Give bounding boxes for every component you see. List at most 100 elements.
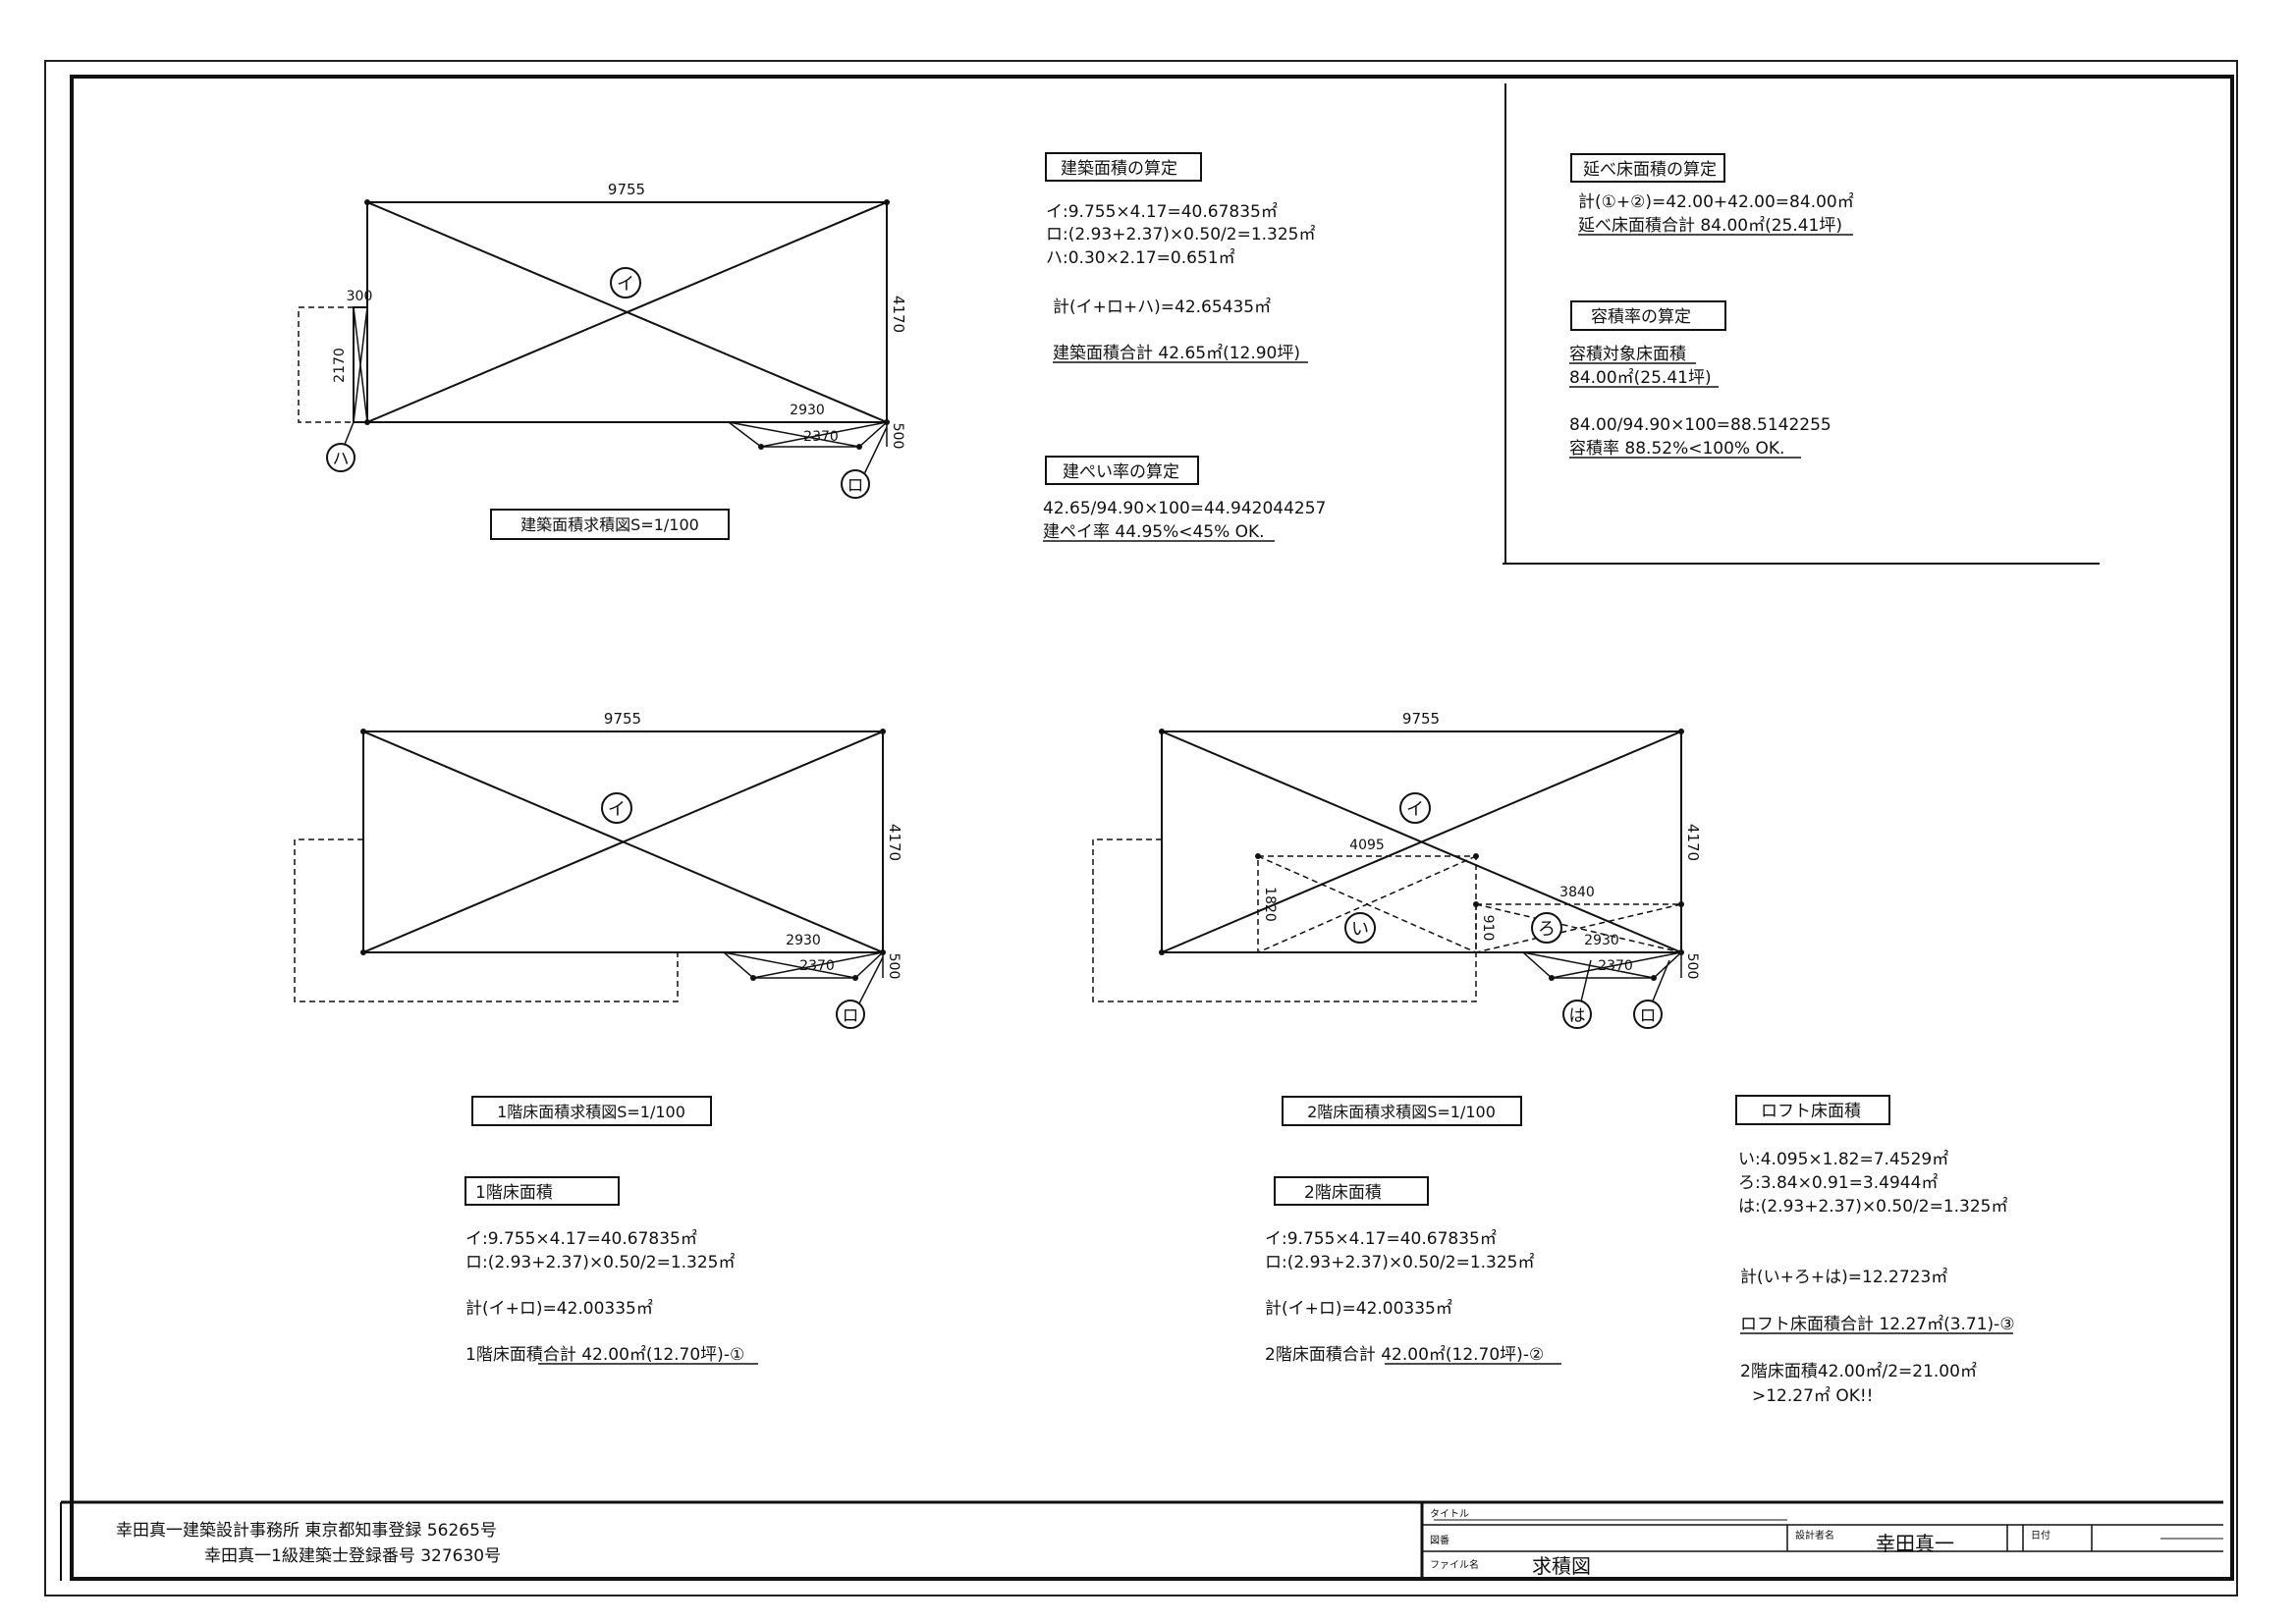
label-i: イ	[1406, 799, 1424, 820]
inner-border	[70, 75, 2234, 1581]
loft-heading: ロフト床面積	[1761, 1102, 1861, 1121]
label-i: イ	[608, 799, 626, 820]
floor1-calc: 1階床面積 イ:9.755×4.17=40.67835㎡ ロ:(2.93+2.3…	[465, 1176, 758, 1365]
building-area-sum: 計(イ+ロ+ハ)=42.65435㎡	[1053, 298, 1271, 317]
label-file-name: ファイル名	[1430, 1558, 1479, 1571]
plan3-title: 2階床面積求積図S=1/100	[1307, 1103, 1496, 1121]
label-circle-ro	[841, 469, 870, 499]
coverage-line2: 建ペイ率 44.95%<45% OK.	[1043, 522, 1265, 542]
building-area-line2: ロ:(2.93+2.37)×0.50/2=1.325㎡	[1046, 225, 1316, 244]
floor2-line1: イ:9.755×4.17=40.67835㎡	[1265, 1229, 1497, 1249]
loft-line3: は:(2.93+2.37)×0.50/2=1.325㎡	[1738, 1197, 2008, 1217]
dim-500: 500	[886, 953, 902, 980]
loft-line2: ろ:3.84×0.91=3.4944㎡	[1738, 1173, 1938, 1193]
floor2-heading: 2階床面積	[1304, 1183, 1382, 1203]
label-circle-hha	[1562, 1000, 1592, 1029]
loft-check1: 2階床面積42.00㎡/2=21.00㎡	[1740, 1362, 1977, 1381]
designer-value: 幸田真一	[1876, 1532, 1954, 1555]
label-circle-ro	[836, 1000, 865, 1029]
loft-line1: い:4.095×1.82=7.4529㎡	[1738, 1150, 1948, 1169]
label-circle-hro	[1531, 912, 1562, 944]
building-area-heading: 建築面積の算定	[1061, 159, 1177, 179]
dim-300: 300	[347, 289, 373, 304]
dim-2930: 2930	[786, 933, 821, 948]
outer-border	[44, 60, 2238, 1596]
label-ro: ロ	[1640, 1006, 1657, 1026]
floor1-heading: 1階床面積	[475, 1183, 553, 1203]
total-floor-line2: 延べ床面積合計 84.00㎡(25.41坪)	[1578, 216, 1842, 236]
plan1-title-box	[490, 509, 730, 540]
dim-910: 910	[1480, 915, 1496, 942]
dim-9755: 9755	[608, 181, 645, 198]
floor1-line1: イ:9.755×4.17=40.67835㎡	[465, 1229, 697, 1249]
label-i: イ	[617, 274, 634, 295]
plan-floor2: 9755 4170 4095 1820 3840 910 2930 2370 5…	[1092, 710, 1702, 1126]
label-circle-ha	[326, 443, 355, 472]
building-area-line3: ハ:0.30×2.17=0.651㎡	[1046, 248, 1235, 268]
coverage-heading: 建ぺい率の算定	[1063, 462, 1179, 482]
loft-total: ロフト床面積合計 12.27㎡(3.71)-③	[1740, 1315, 2015, 1334]
building-area-line1: イ:9.755×4.17=40.67835㎡	[1046, 202, 1278, 222]
label-ro: ロ	[847, 476, 864, 496]
label-circle-i	[1399, 792, 1431, 824]
plan2-title-box	[471, 1096, 712, 1126]
label-circle-ro	[1633, 1000, 1663, 1029]
label-circle-hi	[1344, 912, 1376, 944]
floor1-line2: ロ:(2.93+2.37)×0.50/2=1.325㎡	[465, 1253, 736, 1272]
label-ro: ロ	[843, 1006, 859, 1026]
label-circle-i	[601, 792, 632, 824]
floor2-total: 2階床面積合計 42.00㎡(12.70坪)-②	[1265, 1345, 1544, 1365]
office-line1: 幸田真一建築設計事務所 東京都知事登録 56265号	[116, 1521, 497, 1541]
loft-calc: ロフト床面積 い:4.095×1.82=7.4529㎡ ろ:3.84×0.91=…	[1735, 1095, 2015, 1406]
floor1-total: 1階床面積合計 42.00㎡(12.70坪)-①	[465, 1345, 744, 1365]
floor1-sum: 計(イ+ロ)=42.00335㎡	[465, 1299, 653, 1319]
dim-9755: 9755	[604, 710, 641, 728]
label-hro: ろ	[1538, 919, 1556, 940]
title-block: 幸田真一建築設計事務所 東京都知事登録 56265号 幸田真一1級建築士登録番号…	[60, 1500, 2223, 1581]
floor2-sum: 計(イ+ロ)=42.00335㎡	[1265, 1299, 1452, 1319]
total-floor-line1: 計(①+②)=42.00+42.00=84.00㎡	[1578, 192, 1854, 212]
far-line3: 84.00/94.90×100=88.5142255	[1569, 415, 1831, 435]
label-date: 日付	[2031, 1529, 2050, 1542]
far-line4: 容積率 88.52%<100% OK.	[1569, 439, 1784, 459]
coverage-calc: 建ぺい率の算定 42.65/94.90×100=44.942044257 建ペイ…	[1043, 456, 1326, 542]
dim-4170: 4170	[886, 824, 903, 861]
dim-9755: 9755	[1402, 710, 1440, 728]
dim-2370: 2370	[799, 958, 835, 974]
coverage-line1: 42.65/94.90×100=44.942044257	[1043, 499, 1326, 518]
dim-2930: 2930	[790, 403, 825, 418]
far-line1: 容積対象床面積	[1569, 345, 1686, 364]
dim-2170: 2170	[332, 348, 348, 383]
dim-2930: 2930	[1584, 933, 1619, 948]
label-drawing-number: 図番	[1430, 1535, 1449, 1546]
file-name-value: 求積図	[1532, 1554, 1591, 1578]
plan-building-area: 9755 4170 300 2170 2930 2370 500 イ ロ ハ 建…	[298, 181, 907, 540]
dim-500: 500	[1684, 953, 1700, 980]
label-hha: は	[1569, 1006, 1586, 1026]
label-hi: い	[1351, 919, 1369, 940]
dim-3840: 3840	[1559, 885, 1595, 900]
plan2-title: 1階床面積求積図S=1/100	[497, 1103, 685, 1121]
far-line2: 84.00㎡(25.41坪)	[1569, 368, 1712, 388]
plan3-title-box	[1282, 1096, 1522, 1126]
dim-2370: 2370	[803, 429, 839, 445]
dim-4170: 4170	[890, 296, 907, 333]
floor2-calc: 2階床面積 イ:9.755×4.17=40.67835㎡ ロ:(2.93+2.3…	[1265, 1176, 1561, 1365]
loft-check2: >12.27㎡ OK!!	[1752, 1386, 1873, 1406]
dim-2370: 2370	[1598, 958, 1633, 974]
dim-500: 500	[890, 423, 905, 450]
floor2-line2: ロ:(2.93+2.37)×0.50/2=1.325㎡	[1265, 1253, 1535, 1272]
dim-4170: 4170	[1684, 824, 1702, 861]
right-panel: 延べ床面積の算定 計(①+②)=42.00+42.00=84.00㎡ 延べ床面積…	[1503, 83, 2100, 565]
label-title: タイトル	[1430, 1508, 1469, 1520]
dim-4095: 4095	[1349, 838, 1385, 853]
building-area-total: 建築面積合計 42.65㎡(12.90坪)	[1053, 344, 1300, 363]
label-designer: 設計者名	[1795, 1529, 1834, 1542]
plan1-title: 建築面積求積図S=1/100	[520, 515, 699, 534]
label-ha: ハ	[333, 450, 350, 469]
plan-floor1: 9755 4170 2930 2370 500 イ ロ 1階床面積求積図S=1/…	[294, 710, 903, 1126]
label-circle-i	[610, 267, 641, 298]
total-floor-heading: 延べ床面積の算定	[1583, 160, 1717, 180]
far-heading: 容積率の算定	[1591, 307, 1691, 327]
